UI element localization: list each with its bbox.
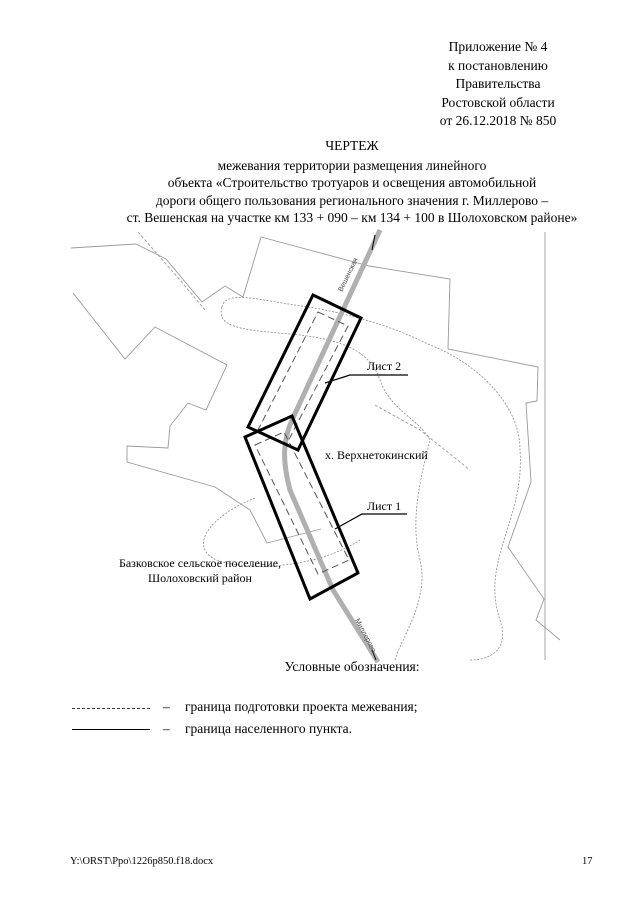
- sheet1-frame: [243, 414, 360, 602]
- title-line: дороги общего пользования регионального …: [155, 192, 549, 208]
- document-title: ЧЕРТЕЖ межевания территории размещения л…: [60, 137, 640, 227]
- district-label: Базковское сельское поселение, Шолоховск…: [100, 556, 300, 586]
- road-label-south: Миллерово: [353, 618, 377, 654]
- appendix-line: Правительства: [455, 76, 541, 92]
- settlement-outline: [203, 297, 521, 661]
- legend-item-text: граница подготовки проекта межевания;: [185, 699, 418, 714]
- sheet1-leader: [334, 513, 407, 530]
- road-line: [282, 228, 383, 664]
- appendix-line: Приложение № 4: [448, 39, 548, 54]
- appendix-line: Ростовской области: [441, 94, 555, 110]
- legend-dash: –: [163, 699, 170, 714]
- legend-item-text: граница населенного пункта.: [185, 721, 352, 736]
- sheet2-frame: [245, 293, 363, 452]
- legend-dash: –: [163, 721, 170, 736]
- creek: [137, 231, 206, 311]
- sheet2-leader: [324, 374, 408, 384]
- title-line: ст. Вешенская на участке км 133 + 090 – …: [126, 210, 578, 225]
- appendix-line: от 26.12.2018 № 850: [439, 113, 557, 129]
- appendix-line: к постановлению: [448, 57, 548, 73]
- sheet1-label: Лист 1: [367, 499, 402, 513]
- creek: [374, 404, 471, 471]
- title-heading: ЧЕРТЕЖ: [325, 138, 379, 153]
- boundary-lines: [70, 231, 561, 660]
- highway: [282, 228, 383, 664]
- legend-title: Условные обозначения:: [284, 659, 420, 674]
- road-arrow-south: [371, 649, 377, 661]
- district-boundary: [70, 236, 561, 641]
- appendix-header: Приложение № 4 к постановлению Правитель…: [400, 38, 596, 131]
- page-number: 17: [582, 856, 593, 867]
- footer-file-path: Y:\ORST\Ppo\1226p850.f18.docx: [70, 856, 214, 867]
- settlement-label: х. Верхнетокинский: [325, 448, 428, 462]
- road-arrow-north: [371, 234, 376, 251]
- leaders: [324, 374, 408, 530]
- sheet2-label: Лист 2: [367, 359, 402, 373]
- district-label-line: Шолоховский район: [148, 571, 252, 585]
- district-label-line: Базковское сельское поселение,: [118, 556, 282, 570]
- title-line: межевания территории размещения линейног…: [217, 157, 487, 173]
- title-line: объекта «Строительство тротуаров и освещ…: [167, 175, 537, 190]
- district-boundary: [72, 292, 322, 544]
- survey-boundary-sheet1: [254, 431, 350, 575]
- legend-dashed-line-symbol: [72, 708, 150, 709]
- legend-solid-line-symbol: [72, 729, 150, 730]
- sheet-frames: [243, 293, 363, 602]
